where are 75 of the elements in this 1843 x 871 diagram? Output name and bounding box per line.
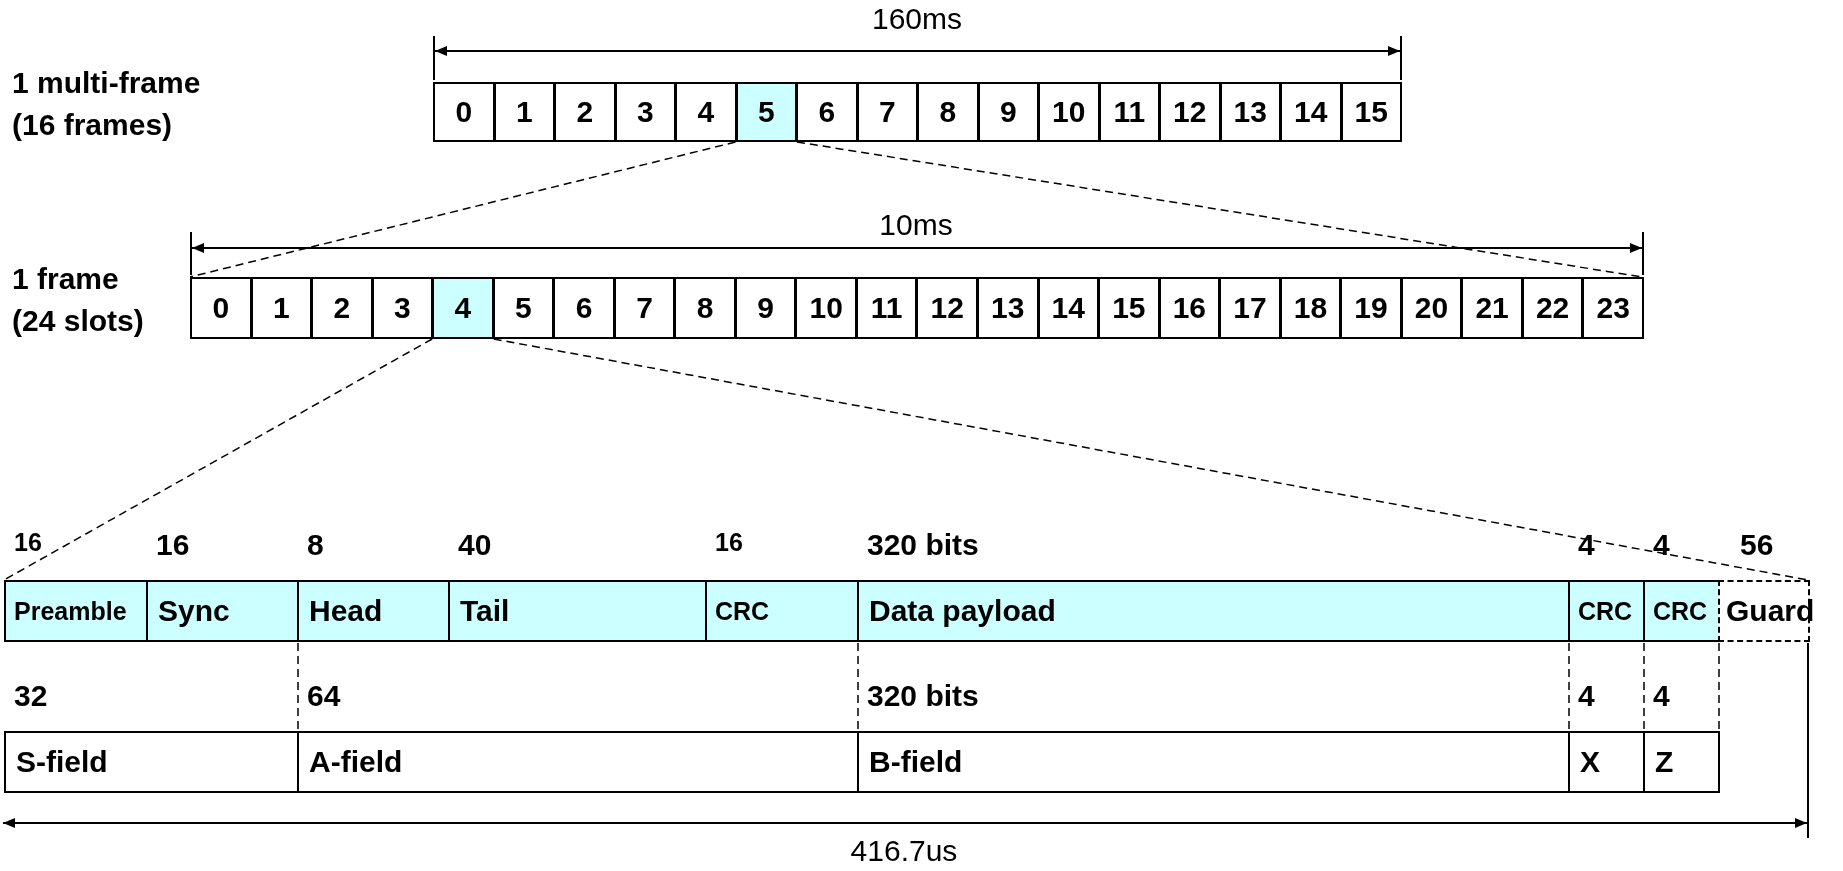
bit-count: 32	[14, 679, 48, 713]
bit-count: 16	[14, 528, 42, 557]
duration-label: 10ms	[878, 208, 954, 242]
slot-cell: 5	[492, 277, 555, 339]
projection-line	[189, 141, 737, 278]
slot-cell: 13	[977, 277, 1039, 339]
slot-cell: 14	[1037, 277, 1100, 339]
row-heading: 1 multi-frame (16 frames)	[12, 65, 202, 143]
frame-cell: 6	[796, 82, 858, 142]
slot-cell: 22	[1521, 277, 1584, 339]
projection-line	[492, 338, 1809, 581]
slot-cell: 2	[311, 277, 373, 339]
bit-count: 16	[156, 528, 190, 562]
slot-cell: 12	[916, 277, 978, 339]
bit-count: 8	[307, 528, 324, 562]
bit-count: 56	[1740, 528, 1774, 562]
slot-cell: 4	[432, 277, 494, 339]
frame-cell: 9	[977, 82, 1039, 142]
bit-count: 40	[458, 528, 492, 562]
slot-field-cell: Sync	[146, 580, 299, 642]
frame-cell: 1	[493, 82, 555, 142]
slot-cell: 15	[1098, 277, 1160, 339]
slot-cell: 20	[1400, 277, 1463, 339]
frame-cell: 8	[917, 82, 979, 142]
row-heading: 1 frame (24 slots)	[12, 261, 145, 339]
field-cell: X	[1568, 731, 1645, 793]
bit-count: 4	[1578, 528, 1595, 562]
frame-cell: 5	[735, 82, 797, 142]
frame-cell: 13	[1219, 82, 1281, 142]
slot-field-cell: CRC	[1643, 580, 1720, 642]
duration-label: 160ms	[870, 2, 963, 36]
frame-cell: 10	[1038, 82, 1100, 142]
slot-cell: 11	[855, 277, 918, 339]
frame-cell: 12	[1159, 82, 1221, 142]
frame-cell: 7	[856, 82, 918, 142]
slot-field-cell: Tail	[448, 580, 707, 642]
slot-cell: 19	[1340, 277, 1402, 339]
slot-field-cell: Data payload	[857, 580, 1570, 642]
slot-cell: 7	[613, 277, 676, 339]
slot-cell: 1	[250, 277, 313, 339]
frame-cell: 3	[614, 82, 676, 142]
slot-cell: 0	[190, 277, 252, 339]
bit-count: 4	[1653, 679, 1670, 713]
field-cell: B-field	[857, 731, 1570, 793]
duration-label: 416.7us	[849, 834, 959, 868]
slot-cell: 9	[734, 277, 797, 339]
slot-field-cell: Head	[297, 580, 450, 642]
slot-cell: 18	[1279, 277, 1342, 339]
slot-cell: 16	[1158, 277, 1221, 339]
projection-line	[3, 338, 433, 581]
frame-cell: 4	[675, 82, 737, 142]
bit-count: 64	[307, 679, 341, 713]
frame-cell: 15	[1340, 82, 1402, 142]
slot-field-cell: Preamble	[4, 580, 148, 642]
frame-cell: 11	[1098, 82, 1160, 142]
field-cell: A-field	[297, 731, 859, 793]
bit-count: 320 bits	[867, 528, 979, 562]
slot-cell: 3	[371, 277, 434, 339]
slot-cell: 21	[1461, 277, 1523, 339]
field-cell: Z	[1643, 731, 1720, 793]
frame-cell: 0	[433, 82, 495, 142]
slot-cell: 23	[1582, 277, 1644, 339]
slot-cell: 17	[1219, 277, 1281, 339]
slot-field-cell: CRC	[705, 580, 859, 642]
bit-count: 4	[1578, 679, 1595, 713]
frame-cell: 2	[554, 82, 616, 142]
slot-field-cell: CRC	[1568, 580, 1645, 642]
bit-count: 16	[715, 528, 743, 557]
slot-cell: 10	[795, 277, 857, 339]
field-cell: S-field	[4, 731, 299, 793]
slot-cell: 8	[674, 277, 736, 339]
bit-count: 320 bits	[867, 679, 979, 713]
frame-cell: 14	[1280, 82, 1342, 142]
bit-count: 4	[1653, 528, 1670, 562]
slot-cell: 6	[553, 277, 615, 339]
